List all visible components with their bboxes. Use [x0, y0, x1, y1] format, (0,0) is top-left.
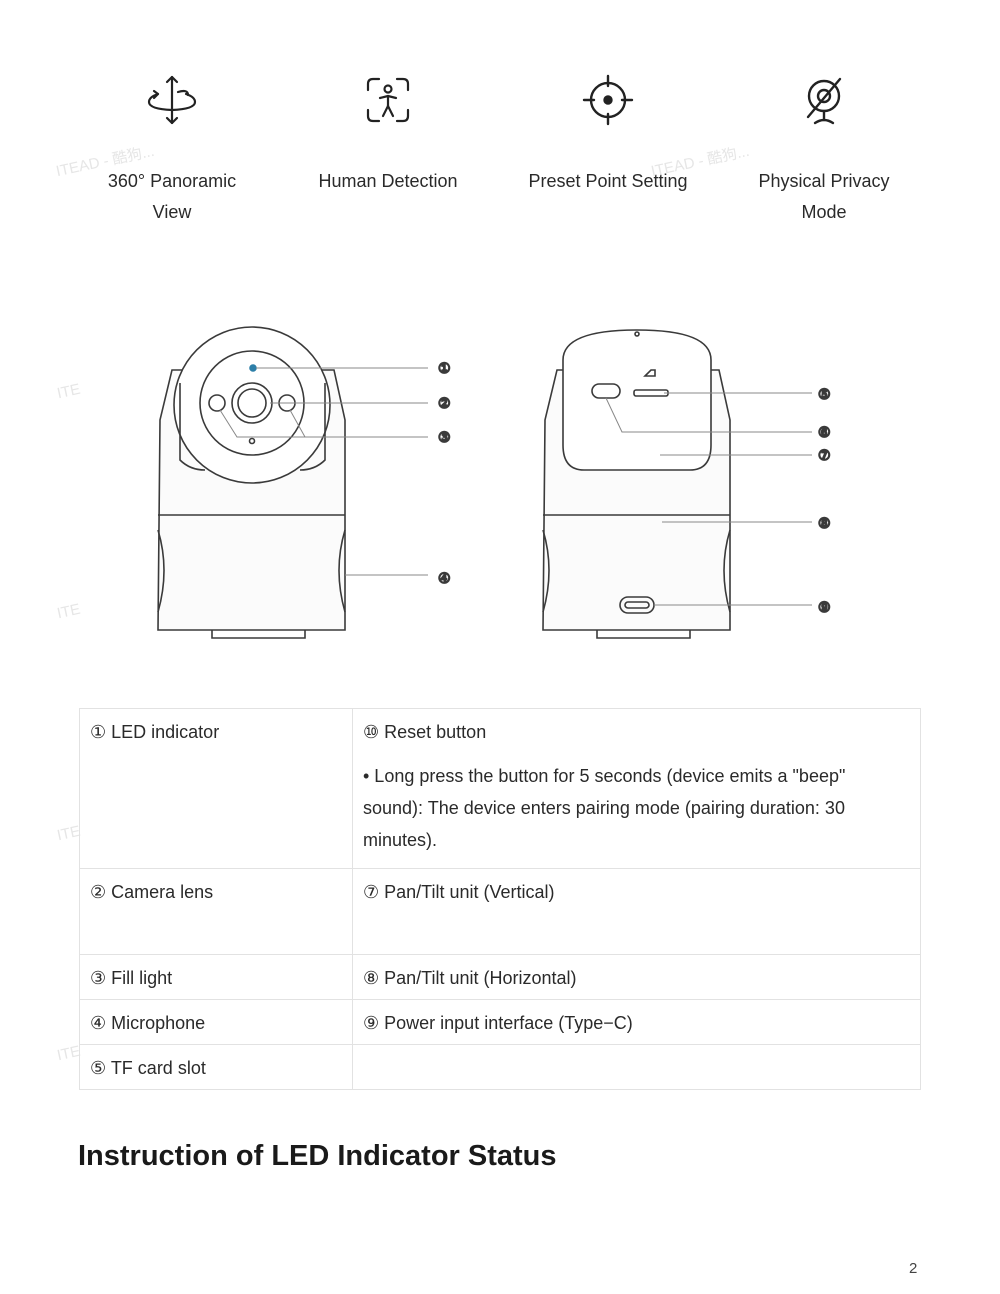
feature-label: Preset Point Setting: [528, 171, 688, 191]
callout-9: ⑨: [818, 600, 831, 616]
human-detection-icon: [366, 77, 410, 123]
privacy-off-icon: [806, 77, 842, 125]
feature-label: Human Detection: [318, 171, 458, 191]
camera-front-view: [157, 326, 346, 639]
table-row: ② Camera lens ⑦ Pan/Tilt unit (Vertical): [79, 868, 921, 955]
feature-preset-point: Preset Point Setting: [498, 70, 718, 197]
feature-label: View: [152, 202, 192, 222]
rotate-360-icon: [147, 75, 197, 125]
table-row: ⑤ TF card slot: [79, 1044, 921, 1090]
table-row: ① LED indicator ⑩ Reset button • Long pr…: [79, 708, 921, 869]
watermark: ITE: [55, 822, 82, 845]
callout-5: ⑤: [818, 387, 831, 403]
watermark: ITE: [55, 1042, 82, 1065]
callout-lines: [219, 367, 812, 606]
callout-2: ②: [438, 396, 451, 412]
table-row: ③ Fill light ⑧ Pan/Tilt unit (Horizontal…: [79, 954, 921, 1000]
feature-label: Mode: [801, 202, 847, 222]
component-label: ② Camera lens: [90, 882, 214, 902]
camera-diagram: ① ② ③ ④ ⑤ ⑥ ⑦ ⑧ ⑨: [157, 326, 831, 639]
callout-3: ③: [438, 430, 451, 446]
component-label: ③ Fill light: [90, 968, 173, 988]
callout-4: ④: [438, 571, 451, 587]
component-table: ① LED indicator ⑩ Reset button • Long pr…: [79, 708, 921, 1090]
component-label: ⑩ Reset button: [363, 722, 487, 742]
callout-6: ⑥: [818, 425, 831, 441]
component-label: ④ Microphone: [90, 1013, 206, 1033]
component-label: ⑨ Power input interface (Type−C): [363, 1013, 633, 1033]
feature-human-detection: Human Detection: [278, 70, 498, 197]
reset-description: • Long press the button for 5 seconds (d…: [363, 766, 846, 850]
component-label: ⑤ TF card slot: [90, 1058, 206, 1078]
crosshair-icon: [582, 74, 634, 126]
feature-label: Physical Privacy: [758, 171, 890, 191]
callout-8: ⑧: [818, 516, 831, 532]
page-number: 2: [909, 1260, 918, 1277]
callout-7: ⑦: [818, 448, 831, 464]
feature-label: 360° Panoramic: [107, 171, 237, 191]
component-label: ⑦ Pan/Tilt unit (Vertical): [363, 882, 555, 902]
camera-rear-view: [542, 329, 731, 639]
table-row: ④ Microphone ⑨ Power input interface (Ty…: [79, 999, 921, 1045]
callout-1: ①: [438, 361, 451, 377]
section-heading: Instruction of LED Indicator Status: [78, 1140, 557, 1172]
component-label: ① LED indicator: [90, 722, 220, 742]
component-label: ⑧ Pan/Tilt unit (Horizontal): [363, 968, 577, 988]
